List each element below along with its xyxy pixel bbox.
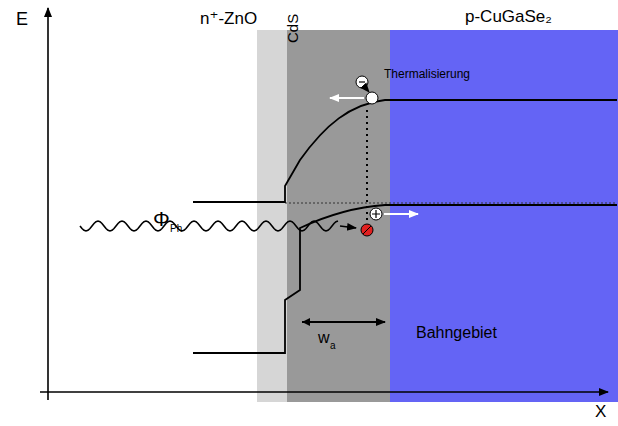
thermalisation-arrow [364,86,369,92]
layer-label: n⁺-ZnO [200,10,257,27]
electron-mark [363,226,371,234]
conduction-band [193,100,617,202]
hole-drift-arrow [384,213,418,215]
photon-wave [80,221,338,231]
electron-sign [359,81,365,82]
electron [366,92,378,104]
region-label: Bahngebiet [416,325,497,341]
energy-axis [47,8,49,400]
width-dimension [302,321,385,323]
absorber-region [390,30,618,402]
fermi-level [285,203,617,204]
layer-label: p-CuGaSe₂ [465,8,552,25]
absorbed-electron [361,224,373,236]
electron-drift-arrow [330,97,364,99]
photon-arrowhead [340,226,356,228]
axis-label: X [595,403,606,420]
hole [370,208,382,220]
flux-subscript: Ph [170,224,182,234]
position-axis [40,391,608,393]
space-charge-region [287,30,390,402]
cds-layer [257,30,287,402]
width-subscript: a [330,341,336,351]
hot-electron [356,76,368,88]
process-label: Thermalisierung [384,68,470,80]
hole-sign [372,210,380,218]
width-symbol: w [318,330,330,346]
layer-label: CdS [285,14,300,43]
valence-band [193,205,617,353]
flux-symbol: Φ [153,208,170,229]
axis-label: E [16,10,28,28]
excitation-line [366,110,368,222]
